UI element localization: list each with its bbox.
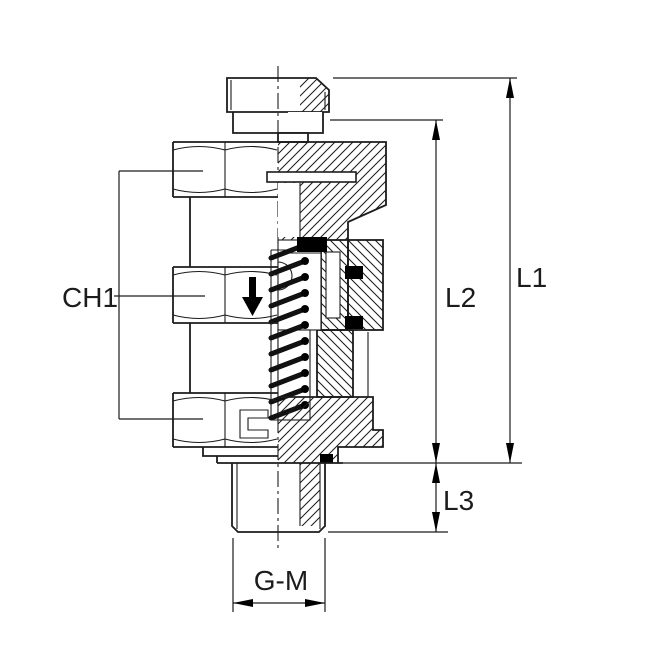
dimension-l2: L2 — [330, 119, 476, 463]
flow-direction-arrow-icon — [242, 277, 263, 316]
label-l2: L2 — [445, 282, 476, 313]
body-upper-flange-section — [266, 141, 387, 240]
hex-body-middle — [172, 266, 278, 324]
plug-head — [226, 77, 330, 143]
body-bottom-shoulder — [202, 447, 343, 464]
seals — [297, 237, 363, 463]
dimension-ch1: CH1 — [62, 170, 205, 420]
dimension-l1: L1 — [333, 77, 547, 464]
bulkhead-nut-section — [347, 239, 384, 331]
valve-sleeve-section — [316, 239, 369, 398]
manufacturer-logo-icon — [239, 409, 269, 439]
label-gm: G-M — [254, 565, 308, 596]
hex-nut-bottom — [172, 392, 278, 448]
dimension-l3: L3 — [328, 463, 474, 533]
threaded-stud — [231, 463, 326, 533]
label-ch1: CH1 — [62, 282, 118, 313]
dimension-gm: G-M — [232, 538, 326, 612]
label-l1: L1 — [516, 262, 547, 293]
body-lower-section — [278, 396, 384, 463]
hex-nut-top — [172, 141, 278, 198]
label-l3: L3 — [443, 485, 474, 516]
